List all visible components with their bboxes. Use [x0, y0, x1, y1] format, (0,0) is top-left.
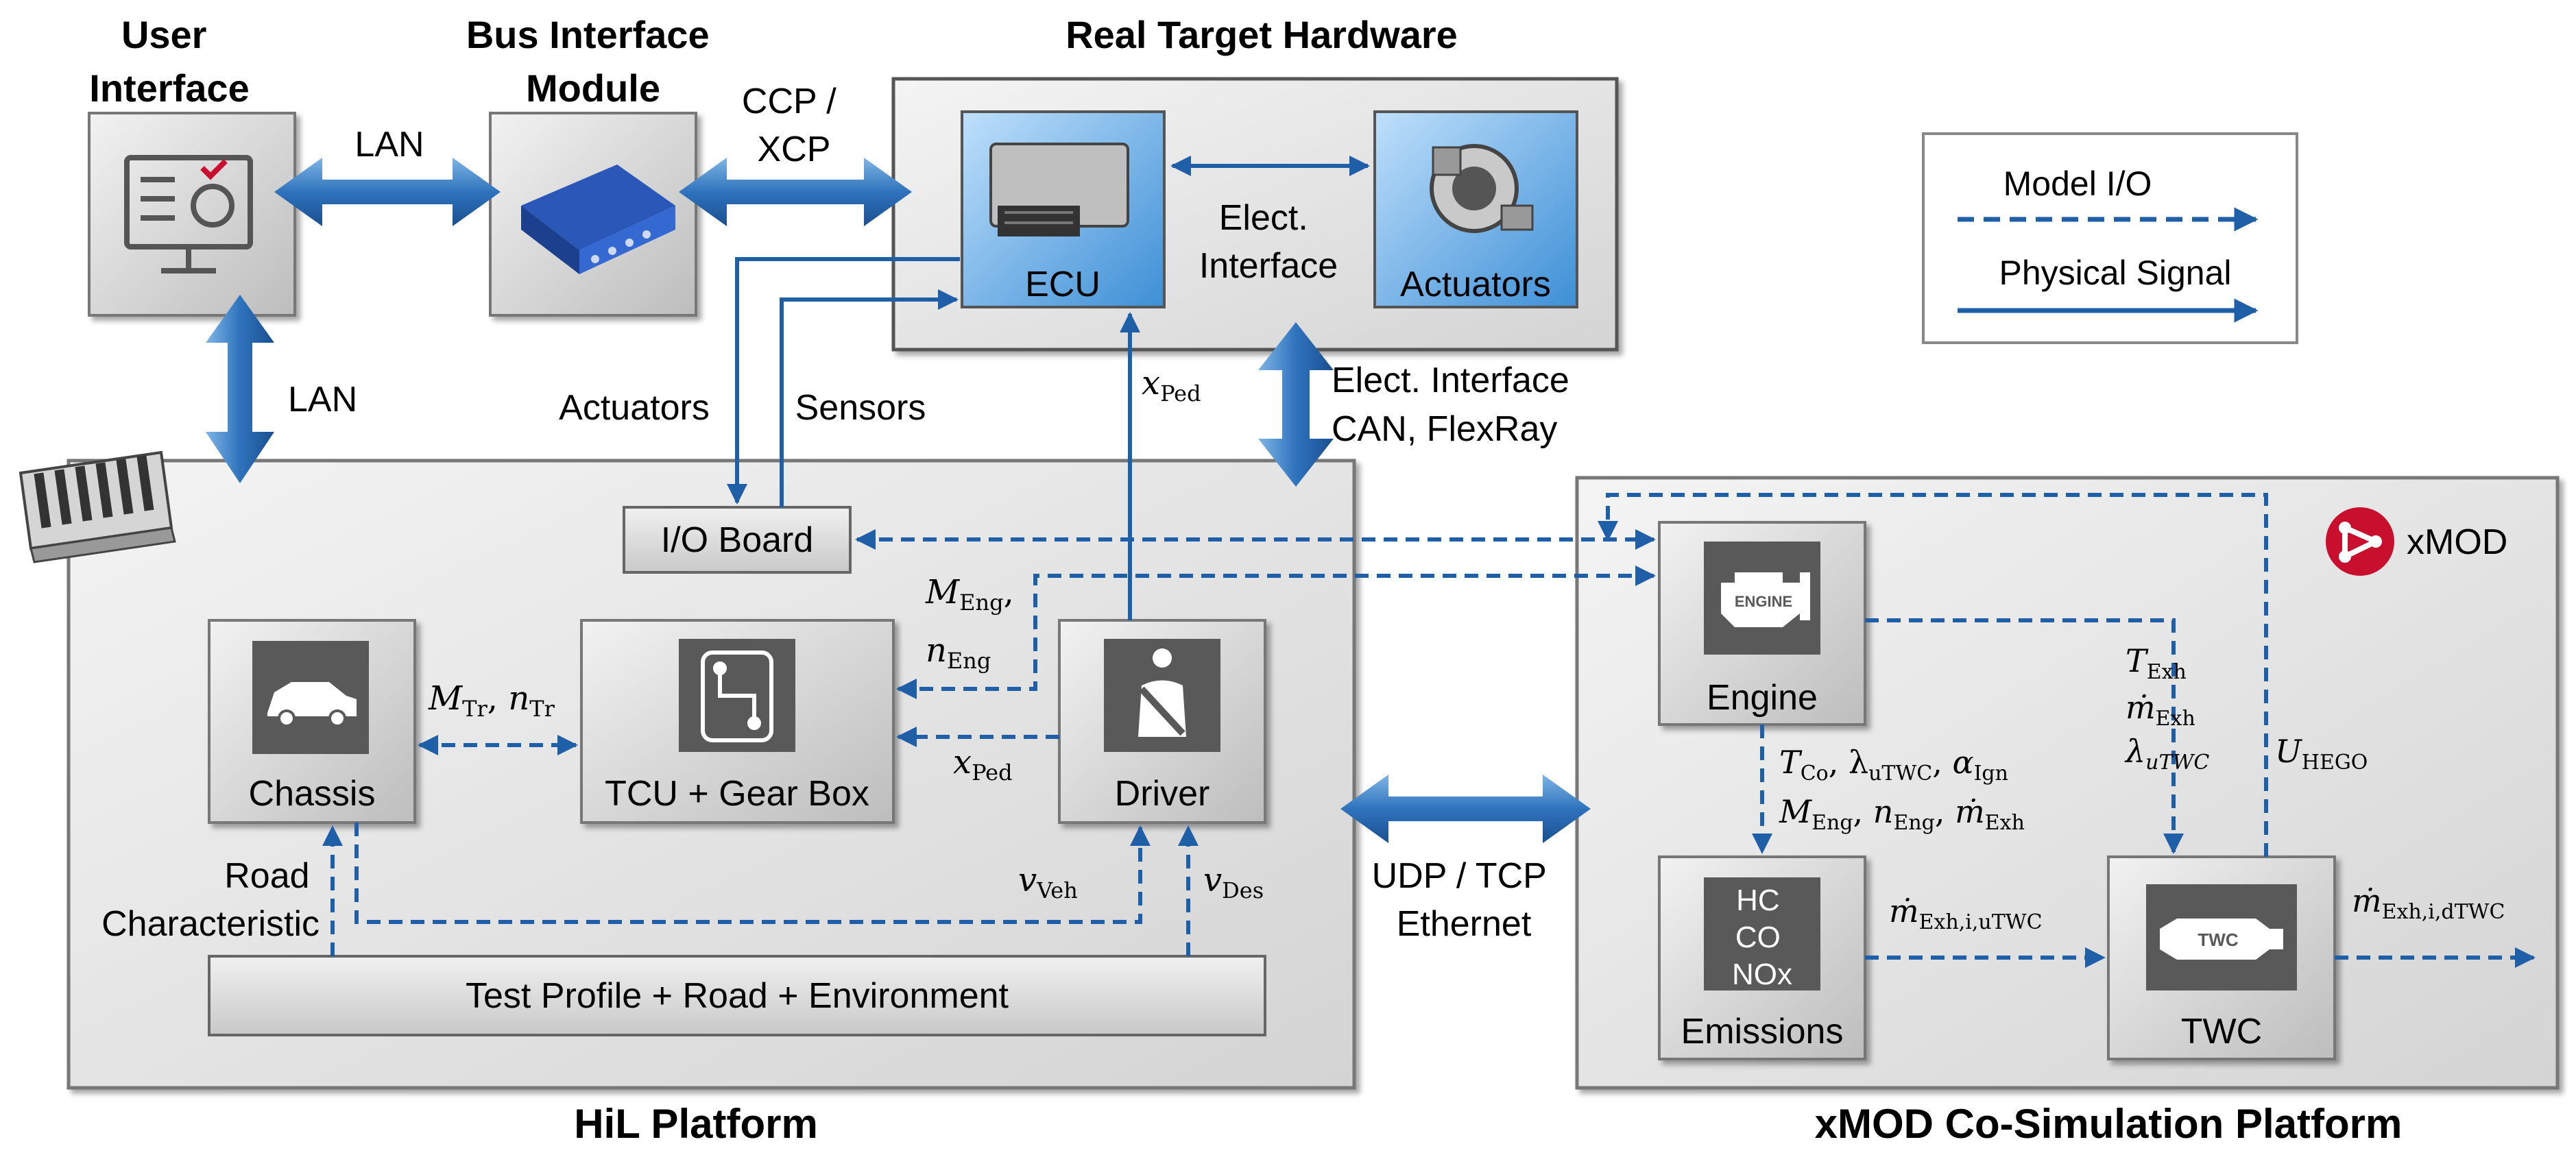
legend-physical-signal: Physical Signal	[1999, 254, 2231, 292]
chassis-label: Chassis	[249, 774, 376, 814]
elect-interface-label: Elect. Interface	[1199, 198, 1338, 286]
actuators-signal-line	[727, 257, 960, 504]
driver-block: Driver	[1058, 619, 1266, 824]
tcu-gear-box-label: TCU + Gear Box	[605, 774, 869, 814]
actuators-label: Actuators	[1400, 265, 1551, 304]
engine-badge-text: ENGINE	[1735, 593, 1792, 610]
throttle-actuator-icon	[1430, 144, 1534, 233]
chassis-block: Chassis	[208, 619, 416, 824]
ecu-label: ECU	[1025, 265, 1100, 304]
io-board-block: I/O Board	[623, 506, 852, 574]
bus-interface-module-title: Bus Interface Module	[466, 13, 720, 110]
bus-interface-module-block	[489, 112, 697, 317]
monitor-icon	[124, 155, 253, 273]
ecu-block: ECU	[961, 110, 1166, 308]
road-characteristic-label: Road Characteristic	[101, 856, 320, 944]
test-profile-road-environment-block: Test Profile + Road + Environment	[208, 955, 1266, 1036]
engine-block: ENGINE Engine	[1658, 521, 1866, 726]
driver-label: Driver	[1115, 774, 1210, 814]
engine-icon: ENGINE	[1721, 572, 1810, 627]
twc-badge-text: TWC	[2198, 929, 2238, 950]
xmod-brand-text: xMOD	[2407, 522, 2507, 562]
lan-arrow-ui-bus	[274, 158, 501, 226]
user-interface-block	[88, 112, 296, 317]
lan-side-label: LAN	[288, 380, 357, 420]
v-des-symbol: vDes	[1203, 861, 1264, 903]
car-icon	[267, 682, 357, 716]
x-ped-ecu-symbol: xPed	[1142, 364, 1201, 406]
xmod-logo-icon	[2326, 507, 2394, 576]
gear-shift-icon	[701, 651, 773, 742]
udp-tcp-label: UDP / TCP Ethernet	[1372, 856, 1556, 944]
u-hego-feedback-line	[1598, 493, 2268, 857]
ccp-xcp-arrow-bus-ecu	[679, 158, 912, 226]
ccp-xcp-label: CCP / XCP	[742, 82, 846, 169]
catalytic-converter-icon: TWC	[2160, 919, 2283, 960]
sensors-signal-label: Sensors	[795, 388, 926, 428]
legend: Model I/O Physical Signal	[1922, 132, 2298, 344]
v-veh-line	[354, 823, 1151, 924]
xmod-logo: xMOD	[2326, 507, 2507, 576]
test-profile-label: Test Profile + Road + Environment	[466, 976, 1009, 1016]
user-interface-title: User Interface	[89, 13, 249, 110]
chassis-tcu-torque-speed-symbol: MTr, nTr	[428, 679, 555, 722]
actuators-signal-label: Actuators	[559, 388, 710, 428]
udp-tcp-ethernet-arrow	[1340, 775, 1591, 843]
xmod-platform-title: xMOD Co-Simulation Platform	[1815, 1101, 2403, 1147]
engine-torque-speed-line	[896, 566, 1656, 699]
elect-interface-can-arrow	[1258, 322, 1334, 487]
lan-top-label: LAN	[354, 125, 424, 165]
twc-label: TWC	[2181, 1012, 2262, 1051]
hil-rack-icon	[19, 450, 176, 563]
engine-twc-line	[1865, 618, 2184, 854]
emissions-species-text: HC CO NOx	[1732, 884, 1792, 991]
legend-model-io: Model I/O	[2003, 165, 2152, 203]
lan-arrow-ui-hil	[206, 295, 274, 483]
ecu-icon	[989, 143, 1129, 236]
bus-module-device-icon	[521, 165, 675, 274]
tcu-gear-box-block: TCU + Gear Box	[580, 619, 895, 824]
twc-block: TWC TWC	[2107, 855, 2336, 1060]
real-target-hardware-title: Real Target Hardware	[1066, 13, 1458, 56]
engine-emissions-signals-line2: MEng, nEng, ṁExh	[1779, 793, 2025, 835]
emissions-label: Emissions	[1681, 1012, 1844, 1051]
io-board-label: I/O Board	[661, 520, 814, 560]
emissions-block: HC CO NOx Emissions	[1658, 855, 1866, 1060]
actuators-block: Actuators	[1373, 110, 1578, 308]
engine-label: Engine	[1707, 678, 1818, 718]
hil-platform-title: HiL Platform	[574, 1101, 818, 1147]
elect-can-flexray-label: Elect. Interface CAN, FlexRay	[1332, 361, 1579, 449]
sensors-signal-line	[780, 289, 959, 507]
